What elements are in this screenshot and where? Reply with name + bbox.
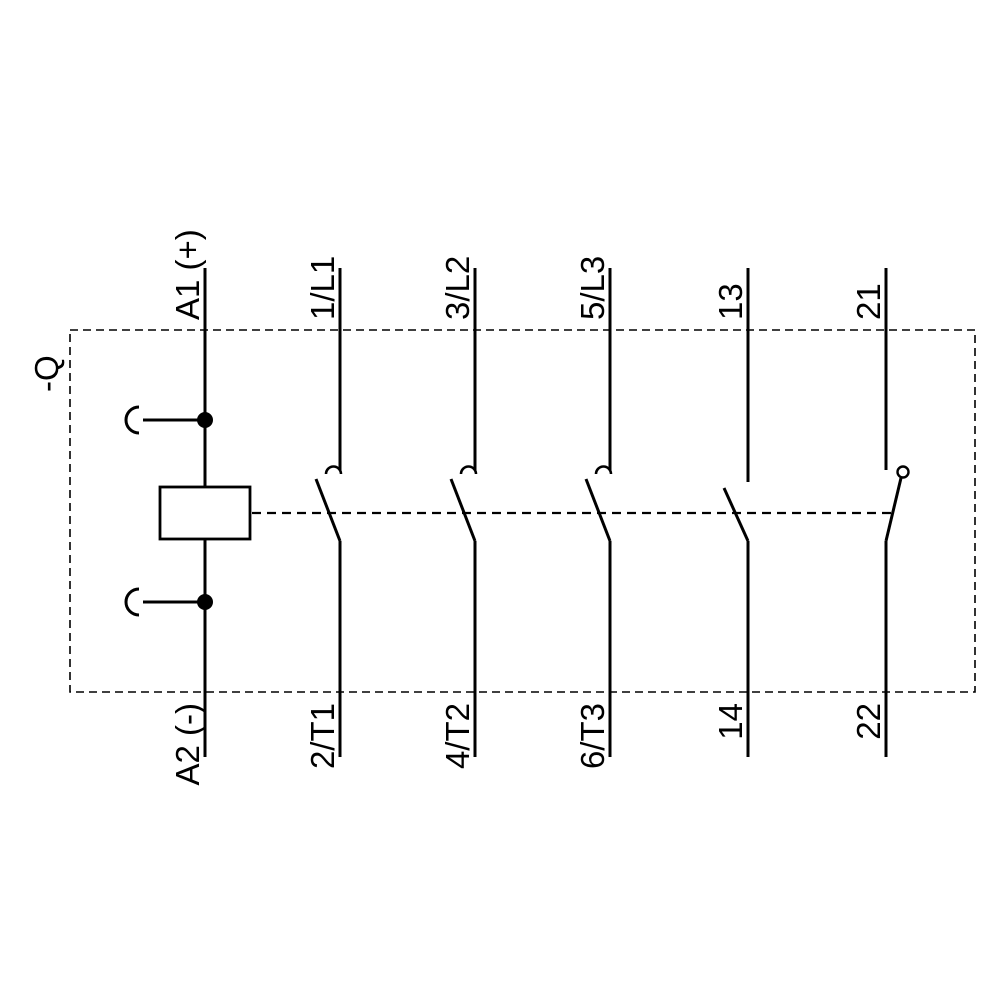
contact-blade: [314, 478, 342, 542]
terminal-label-13: 13: [712, 283, 749, 320]
contact-tip-arc: [459, 465, 478, 475]
contact-blade: [884, 477, 903, 542]
terminal-label-22: 22: [850, 703, 887, 740]
coil-branch: A1 (+) A2 (-): [124, 229, 252, 786]
terminal-label-21: 21: [850, 283, 887, 320]
terminal-label-a1: A1 (+): [169, 229, 206, 320]
terminal-label-2t1: 2/T1: [304, 703, 341, 769]
contact-blade: [584, 478, 612, 542]
terminal-label-1l1: 1/L1: [304, 256, 341, 320]
nc-stop-circle: [896, 465, 910, 479]
terminal-label-6t3: 6/T3: [574, 703, 611, 769]
terminal-label-4t2: 4/T2: [439, 703, 476, 769]
contact-blade: [722, 487, 750, 542]
contact-blade: [449, 478, 477, 542]
aux-contact-nc: 21 22: [850, 268, 910, 757]
terminal-label-a2: A2 (-): [169, 703, 206, 786]
terminal-label-14: 14: [712, 703, 749, 740]
connector-clip-top-icon: [124, 405, 140, 435]
main-pole-l3: 5/L3 6/T3: [574, 256, 613, 769]
device-boundary: [69, 329, 976, 693]
terminal-label-3l2: 3/L2: [439, 256, 476, 320]
terminal-label-5l3: 5/L3: [574, 256, 611, 320]
coil-symbol: [158, 485, 252, 541]
device-label: -Q: [28, 355, 65, 392]
main-pole-l2: 3/L2 4/T2: [439, 256, 478, 769]
contact-tip-arc: [324, 465, 343, 475]
main-pole-l1: 1/L1 2/T1: [304, 256, 343, 769]
connector-clip-bottom-icon: [124, 587, 140, 617]
contact-tip-arc: [594, 465, 613, 475]
aux-contact-no: 13 14: [712, 268, 750, 757]
